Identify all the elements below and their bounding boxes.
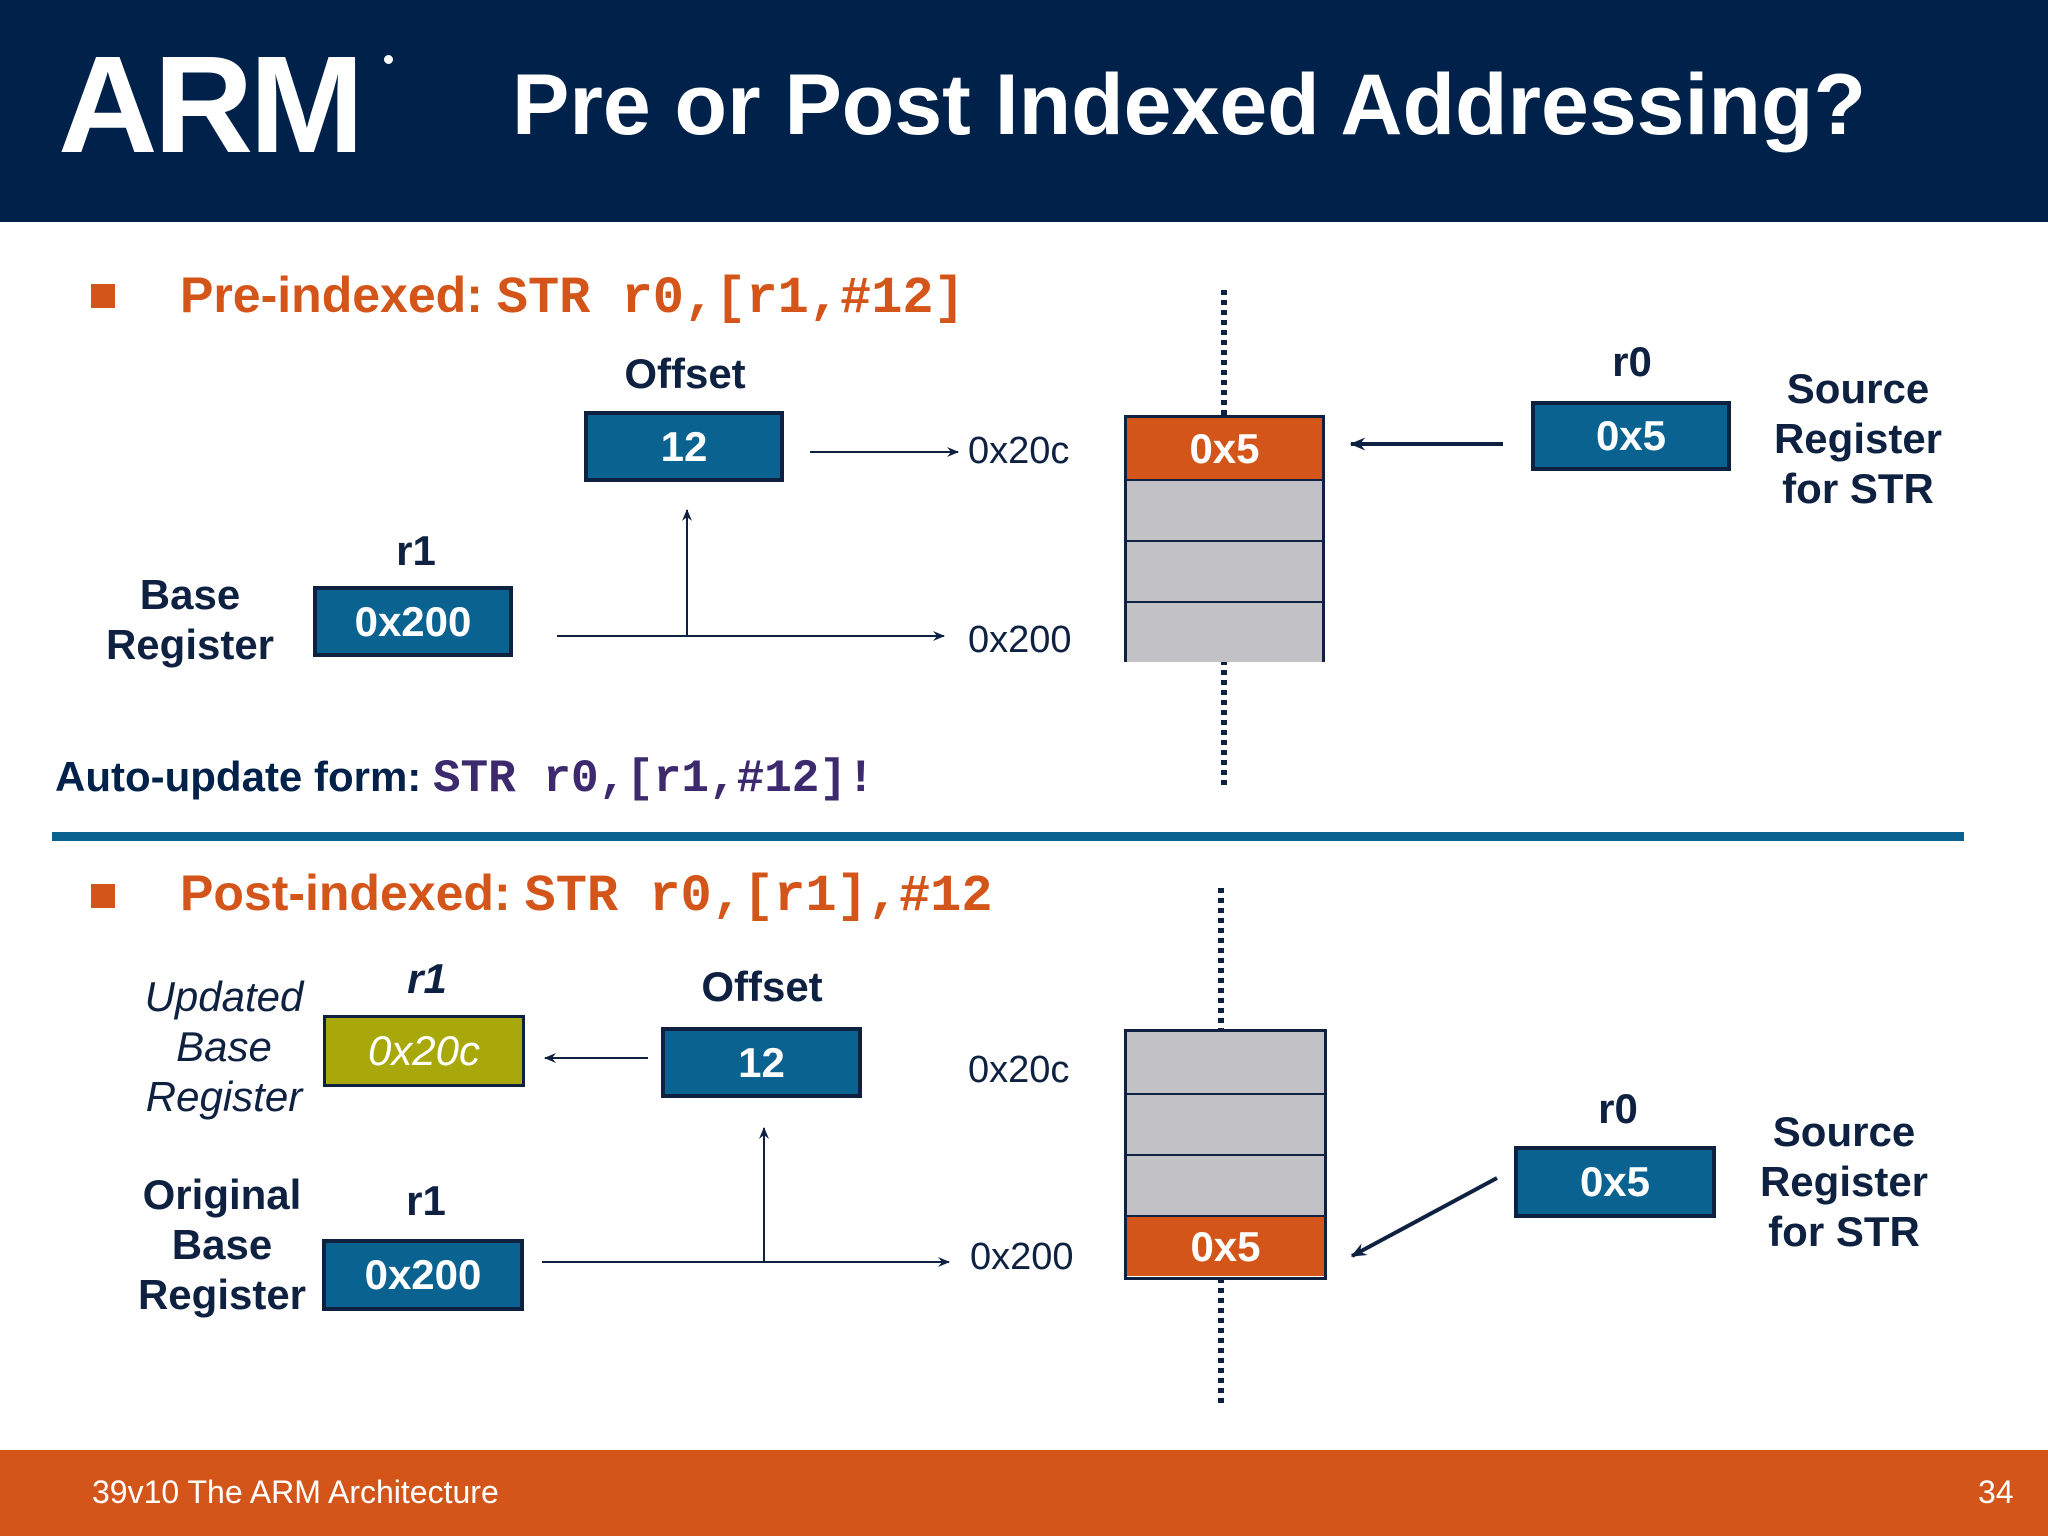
post-heading-label: Post-indexed: xyxy=(180,865,525,921)
pre-addr-high: 0x20c xyxy=(968,430,1070,472)
post-memory-cell xyxy=(1127,1093,1324,1154)
post-memory-cell-0x20c xyxy=(1127,1032,1324,1093)
post-orig-reg-name: r1 xyxy=(406,1177,446,1224)
post-updated-box: 0x20c xyxy=(323,1015,525,1087)
post-orig-caption-line2: Base xyxy=(171,1221,273,1268)
pre-offset-box: 12 xyxy=(584,411,784,482)
pre-heading: Pre-indexed: STR r0,[r1,#12] xyxy=(180,270,965,325)
post-src-reg-name: r0 xyxy=(1598,1085,1638,1132)
post-updated-caption-line2: Base xyxy=(176,1023,272,1070)
pre-auto-update: Auto-update form: STR r0,[r1,#12]! xyxy=(55,753,875,805)
footer-bar xyxy=(0,1450,2048,1536)
pre-auto-code: STR r0,[r1,#12]! xyxy=(432,753,875,805)
post-src-caption-line3: for STR xyxy=(1768,1208,1920,1255)
registered-mark xyxy=(384,55,393,64)
pre-auto-label: Auto-update form: xyxy=(55,753,433,800)
post-updated-reg-name: r1 xyxy=(407,955,447,1002)
post-src-box: 0x5 xyxy=(1514,1146,1716,1218)
pre-src-caption-line1: Source xyxy=(1786,365,1930,412)
pre-memory-cell-0x200 xyxy=(1127,601,1322,662)
footer-page-number: 34 xyxy=(1978,1474,2014,1510)
post-memory-cell xyxy=(1127,1154,1324,1215)
post-orig-caption-line1: Original xyxy=(142,1171,302,1218)
pre-src-reg-name: r0 xyxy=(1612,338,1652,385)
post-addr-low: 0x200 xyxy=(970,1236,1074,1278)
pre-base-caption-line1: Base xyxy=(139,571,241,618)
pre-base-caption: Base Register xyxy=(90,570,290,670)
post-heading-code: STR r0,[r1],#12 xyxy=(524,867,993,926)
pre-src-caption: Source Register for STR xyxy=(1738,364,1978,514)
post-offset-caption: Offset xyxy=(701,963,823,1010)
post-orig-box: 0x200 xyxy=(322,1239,524,1311)
post-updated-caption-line3: Register xyxy=(145,1073,303,1120)
pre-memory-cell-0x20c: 0x5 xyxy=(1127,418,1322,479)
post-heading: Post-indexed: STR r0,[r1],#12 xyxy=(180,868,993,923)
arm-logo: ARM xyxy=(58,28,364,182)
post-offset-box: 12 xyxy=(661,1027,862,1098)
footer-course-title: 39v10 The ARM Architecture xyxy=(92,1474,499,1510)
post-src-caption-line2: Register xyxy=(1759,1158,1929,1205)
post-source-to-memory-arrow xyxy=(1350,1176,1498,1258)
header-bar xyxy=(0,0,2048,222)
post-memory-block: 0x5 xyxy=(1124,1029,1327,1280)
pre-src-box: 0x5 xyxy=(1531,401,1731,471)
post-updated-caption: Updated Base Register xyxy=(114,972,334,1122)
pre-heading-label: Pre-indexed: xyxy=(180,267,497,323)
post-src-caption: Source Register for STR xyxy=(1724,1107,1964,1257)
post-memory-cell-0x200: 0x5 xyxy=(1127,1215,1324,1276)
pre-memory-cell xyxy=(1127,479,1322,540)
pre-base-reg-name: r1 xyxy=(396,527,436,574)
pre-bullet xyxy=(91,284,115,308)
pre-memory-block: 0x5 xyxy=(1124,415,1325,662)
pre-base-caption-line2: Register xyxy=(105,621,275,668)
pre-offset-caption: Offset xyxy=(624,350,746,397)
pre-addr-low: 0x200 xyxy=(968,619,1072,661)
pre-memory-cell xyxy=(1127,540,1322,601)
post-orig-caption: Original Base Register xyxy=(112,1170,332,1320)
post-addr-high: 0x20c xyxy=(968,1049,1070,1091)
pre-src-caption-line3: for STR xyxy=(1782,465,1934,512)
section-divider xyxy=(52,832,1964,841)
post-bullet xyxy=(91,884,115,908)
pre-base-box: 0x200 xyxy=(313,586,513,657)
pre-src-caption-line2: Register xyxy=(1773,415,1943,462)
slide-title: Pre or Post Indexed Addressing? xyxy=(512,57,1866,153)
post-src-caption-line1: Source xyxy=(1772,1108,1916,1155)
pre-heading-code: STR r0,[r1,#12] xyxy=(496,269,965,328)
post-orig-caption-line3: Register xyxy=(137,1271,307,1318)
post-updated-caption-line1: Updated xyxy=(144,973,304,1020)
